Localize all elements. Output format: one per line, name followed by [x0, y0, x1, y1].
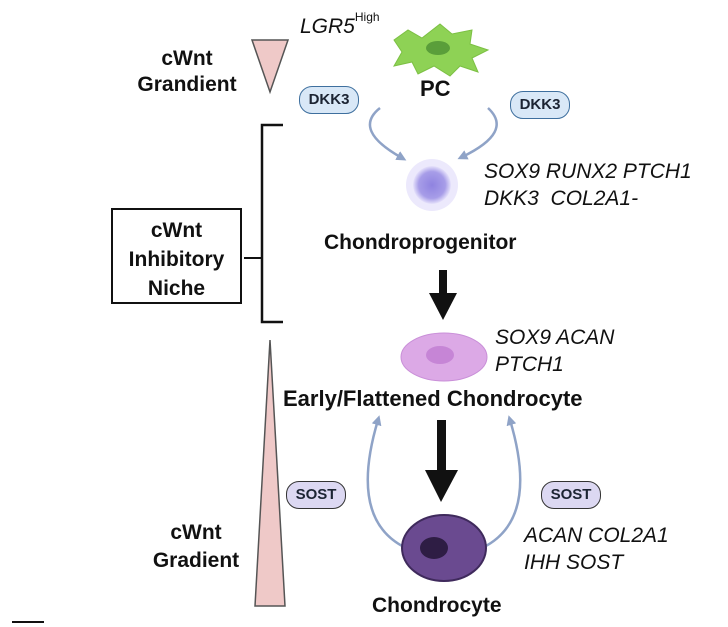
dkk3-left-arrow [368, 107, 407, 161]
chondroprogenitor-label: Chondroprogenitor [324, 231, 517, 254]
sost-right-arrow [481, 415, 522, 550]
progression-arrow-1 [429, 270, 457, 320]
bottom-gradient-triangle [254, 339, 286, 607]
niche-bracket [260, 123, 283, 324]
pc-label: PC [420, 76, 451, 101]
sost-pill-left: SOST [286, 481, 346, 509]
top-gradient-triangle [250, 39, 290, 95]
sost-left-arrow [366, 415, 407, 550]
pc-cell-icon [393, 23, 490, 77]
dkk3-pill-left: DKK3 [299, 86, 359, 114]
sost-pill-right: SOST [541, 481, 601, 509]
top-gradient-label: cWnt Grandient [137, 47, 237, 96]
chondrocyte-genes: ACAN COL2A1 IHH SOST [524, 524, 669, 574]
early-chondrocyte-genes: SOX9 ACAN PTCH1 [495, 326, 615, 376]
lgr5-level: High [354, 10, 380, 24]
early-chondrocyte-cell-icon [400, 332, 488, 382]
early-chondrocyte-label: Early/Flattened Chondrocyte [283, 386, 583, 411]
chondrocyte-label: Chondrocyte [372, 594, 502, 617]
progression-arrow-2 [425, 420, 458, 502]
dkk3-pill-right: DKK3 [510, 91, 570, 119]
bottom-gradient-label: cWnt Gradient [152, 521, 240, 572]
lgr5-marker: LGR5High [300, 10, 380, 39]
chondroprogenitor-cell-icon [406, 159, 458, 211]
dkk3-right-arrow [457, 107, 498, 160]
chondrocyte-cell-icon [401, 514, 487, 582]
chondroprogenitor-genes: SOX9 RUNX2 PTCH1 DKK3 COL2A1- [484, 160, 692, 210]
lgr5-gene: LGR5 [300, 15, 355, 38]
niche-box: cWnt Inhibitory Niche [111, 208, 242, 304]
